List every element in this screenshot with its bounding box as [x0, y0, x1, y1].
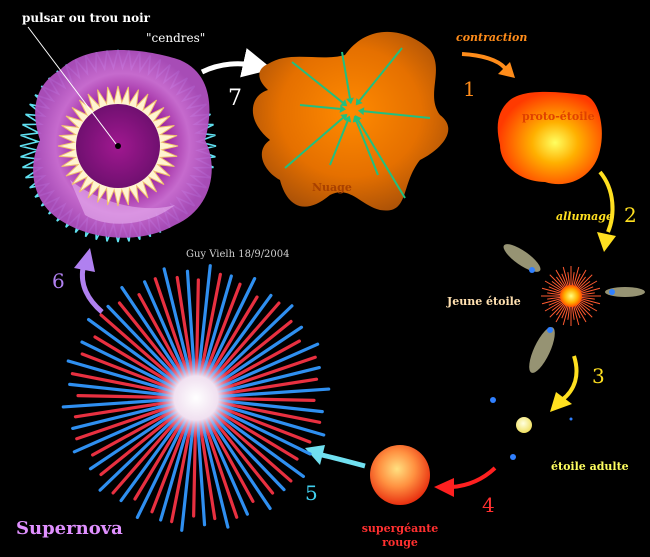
remnant-nebula: [19, 26, 217, 243]
allumage-label: allumage: [556, 210, 613, 223]
supergeante-label: supergéante: [362, 522, 439, 535]
author-credit: Guy Vielh 18/9/2004: [186, 249, 290, 260]
step-5-number: 5: [305, 481, 318, 505]
nuage-cloud: [252, 31, 449, 211]
pulsar-label: pulsar ou trou noir: [22, 11, 151, 25]
proto-label: proto-étoile: [522, 110, 595, 123]
rouge-label: rouge: [382, 536, 418, 549]
arrow-step-2: [598, 170, 615, 233]
red-supergiant: [370, 445, 430, 505]
step-6-number: 6: [52, 269, 65, 293]
step-4-number: 4: [482, 493, 495, 517]
step-7-number: 7: [228, 86, 242, 111]
pulsar-pointer-line: [27, 26, 117, 145]
proto-star: [497, 91, 602, 185]
arrow-step-6: [79, 267, 104, 314]
young-star-system: [503, 244, 645, 373]
jeune-etoile-label: Jeune étoile: [446, 295, 521, 308]
arrow-step-7: [200, 48, 273, 78]
nuage-label: Nuage: [312, 181, 352, 194]
pulsar-point: [115, 143, 121, 149]
step-1-number: 1: [463, 77, 476, 101]
arrow-step-1: [461, 52, 507, 70]
supernova-label: Supernova: [16, 518, 123, 539]
etoile-adulte-label: étoile adulte: [551, 460, 629, 473]
step-3-number: 3: [592, 364, 605, 388]
step-2-number: 2: [624, 203, 637, 227]
arrow-step-4: [451, 466, 497, 489]
arrow-step-5: [321, 452, 366, 469]
supernova: [61, 264, 331, 532]
contraction-label: contraction: [456, 31, 527, 44]
adult-star-system: [490, 397, 573, 460]
cendres-label: "cendres": [146, 31, 205, 45]
cloud-contraction-arrows: [284, 47, 431, 199]
arrow-step-3: [560, 355, 579, 402]
